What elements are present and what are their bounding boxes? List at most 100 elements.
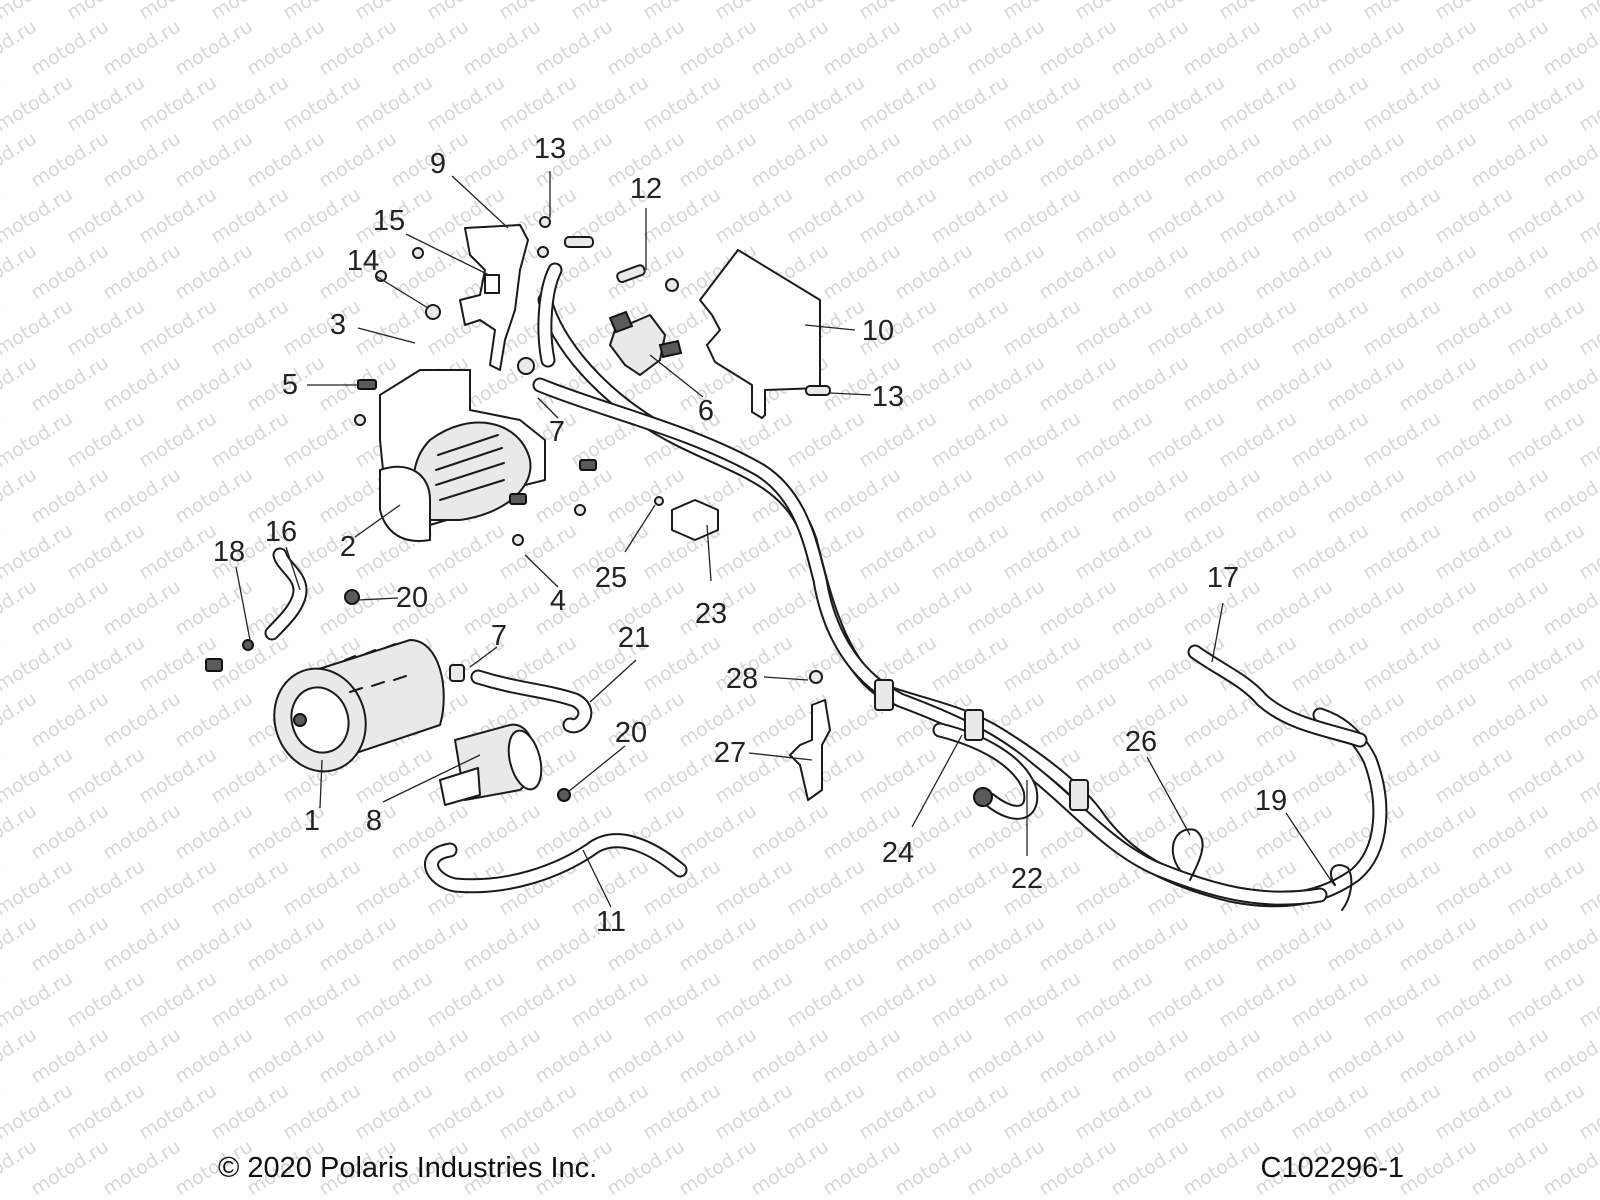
callout-label: 28 xyxy=(726,663,758,695)
watermark-text: motod.ru xyxy=(315,127,401,192)
watermark-text: motod.ru xyxy=(99,463,185,528)
watermark-text: motod.ru xyxy=(711,1079,797,1144)
watermark-text: motod.ru xyxy=(1503,967,1589,1032)
watermark-text: motod.ru xyxy=(1323,911,1409,976)
watermark-text: motod.ru xyxy=(351,71,437,136)
watermark-text: motod.ru xyxy=(27,1023,113,1088)
watermark-text: motod.ru xyxy=(99,127,185,192)
watermark-text: motod.ru xyxy=(855,407,941,472)
watermark-text: motod.ru xyxy=(1431,743,1517,808)
callout-label: 20 xyxy=(396,582,428,614)
watermark-text: motod.ru xyxy=(567,0,653,24)
watermark-text: motod.ru xyxy=(1539,127,1600,192)
watermark-text: motod.ru xyxy=(0,183,77,248)
watermark-text: motod.ru xyxy=(315,15,401,80)
watermark-text: motod.ru xyxy=(1287,407,1373,472)
watermark-text: motod.ru xyxy=(1179,351,1265,416)
watermark-text: motod.ru xyxy=(99,351,185,416)
watermark-text: motod.ru xyxy=(675,127,761,192)
watermark-text: motod.ru xyxy=(279,1079,365,1144)
watermark-text: motod.ru xyxy=(1071,183,1157,248)
watermark-text: motod.ru xyxy=(927,519,1013,584)
watermark-text: motod.ru xyxy=(711,855,797,920)
watermark-text: motod.ru xyxy=(27,1135,113,1200)
watermark-text: motod.ru xyxy=(207,71,293,136)
callout-label: 25 xyxy=(595,562,627,594)
watermark-text: motod.ru xyxy=(963,911,1049,976)
watermark-text: motod.ru xyxy=(171,911,257,976)
watermark-text: motod.ru xyxy=(351,855,437,920)
watermark-text: motod.ru xyxy=(567,1079,653,1144)
watermark-text: motod.ru xyxy=(279,183,365,248)
watermark-text: motod.ru xyxy=(459,15,545,80)
callout-label: 23 xyxy=(695,598,727,630)
watermark-text: motod.ru xyxy=(1179,15,1265,80)
watermark-text: motod.ru xyxy=(423,967,509,1032)
watermark-text: motod.ru xyxy=(1179,799,1265,864)
watermark-text: motod.ru xyxy=(1215,967,1301,1032)
watermark-text: motod.ru xyxy=(747,127,833,192)
watermark-text: motod.ru xyxy=(1035,239,1121,304)
watermark-text: motod.ru xyxy=(1143,967,1229,1032)
watermark-text: motod.ru xyxy=(1287,631,1373,696)
callout-label: 5 xyxy=(282,369,298,401)
watermark-text: motod.ru xyxy=(783,0,869,24)
watermark-text: motod.ru xyxy=(1251,911,1337,976)
watermark-text: motod.ru xyxy=(99,687,185,752)
watermark-text: motod.ru xyxy=(711,0,797,24)
callout-label: 11 xyxy=(596,906,626,938)
fasteners xyxy=(205,216,831,802)
watermark-text: motod.ru xyxy=(1503,295,1589,360)
watermark-text: motod.ru xyxy=(747,911,833,976)
watermark-text: motod.ru xyxy=(1179,1135,1265,1200)
watermark-text: motod.ru xyxy=(63,295,149,360)
watermark-text: motod.ru xyxy=(1359,295,1445,360)
watermark-text: motod.ru xyxy=(1215,407,1301,472)
watermark-text: motod.ru xyxy=(27,463,113,528)
watermark-text: motod.ru xyxy=(1359,0,1445,24)
watermark-text: motod.ru xyxy=(1071,71,1157,136)
watermark-text: motod.ru xyxy=(1467,687,1553,752)
watermark-text: motod.ru xyxy=(495,519,581,584)
watermark-text: motod.ru xyxy=(999,519,1085,584)
callout-label: 6 xyxy=(698,395,714,427)
watermark-text: motod.ru xyxy=(819,239,905,304)
watermark-text: motod.ru xyxy=(639,71,725,136)
harness-clip xyxy=(964,709,984,741)
watermark-text: motod.ru xyxy=(1431,967,1517,1032)
watermark-text: motod.ru xyxy=(63,71,149,136)
watermark-text: motod.ru xyxy=(1539,687,1600,752)
watermark-text: motod.ru xyxy=(1107,575,1193,640)
watermark-text: motod.ru xyxy=(243,15,329,80)
cable-tie xyxy=(1329,864,1353,911)
heat-shield xyxy=(699,249,821,419)
watermark-text: motod.ru xyxy=(891,1023,977,1088)
watermark-text: motod.ru xyxy=(1143,1079,1229,1144)
watermark-text: motod.ru xyxy=(639,0,725,24)
hose-11 xyxy=(426,835,686,892)
callout-label: 16 xyxy=(265,516,297,548)
watermark-text: motod.ru xyxy=(891,15,977,80)
watermark-text: motod.ru xyxy=(99,911,185,976)
watermark-text: motod.ru xyxy=(747,1135,833,1200)
watermark-text: motod.ru xyxy=(279,0,365,24)
watermark-text: motod.ru xyxy=(1143,295,1229,360)
watermark-text: motod.ru xyxy=(63,1079,149,1144)
watermark-text: motod.ru xyxy=(99,1135,185,1200)
watermark-text: motod.ru xyxy=(99,239,185,304)
callout-label: 2 xyxy=(340,531,356,563)
watermark-text: motod.ru xyxy=(1539,239,1600,304)
watermark-text: motod.ru xyxy=(1431,183,1517,248)
callout-label: 15 xyxy=(373,205,405,237)
watermark-text: motod.ru xyxy=(963,15,1049,80)
watermark-text: motod.ru xyxy=(1071,519,1157,584)
watermark-text: motod.ru xyxy=(1431,631,1517,696)
watermark-text: motod.ru xyxy=(1359,631,1445,696)
watermark-text: motod.ru xyxy=(1431,0,1517,24)
watermark-text: motod.ru xyxy=(639,743,725,808)
watermark-text: motod.ru xyxy=(1575,0,1600,24)
watermark-text: motod.ru xyxy=(963,239,1049,304)
cable-tie xyxy=(1171,828,1204,881)
watermark-text: motod.ru xyxy=(207,183,293,248)
